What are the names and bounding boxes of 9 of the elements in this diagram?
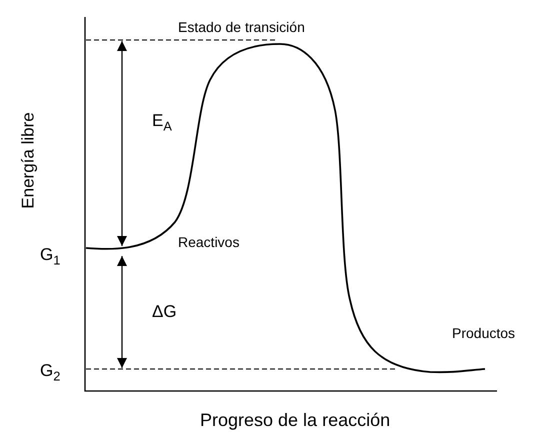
point-label: Productos — [452, 326, 516, 340]
axis-title: Energía libre — [20, 112, 37, 208]
axis-title: Progreso de la reacción — [200, 411, 390, 429]
energy-label: ΔG — [152, 303, 177, 320]
level-label: G$_{2}$ — [40, 362, 60, 384]
peak-label: Estado de transición — [178, 20, 305, 34]
point-label: Reactivos — [178, 235, 240, 249]
level-label: G$_{1}$ — [40, 246, 60, 268]
energy-label: E$_{A}$ — [152, 112, 172, 134]
